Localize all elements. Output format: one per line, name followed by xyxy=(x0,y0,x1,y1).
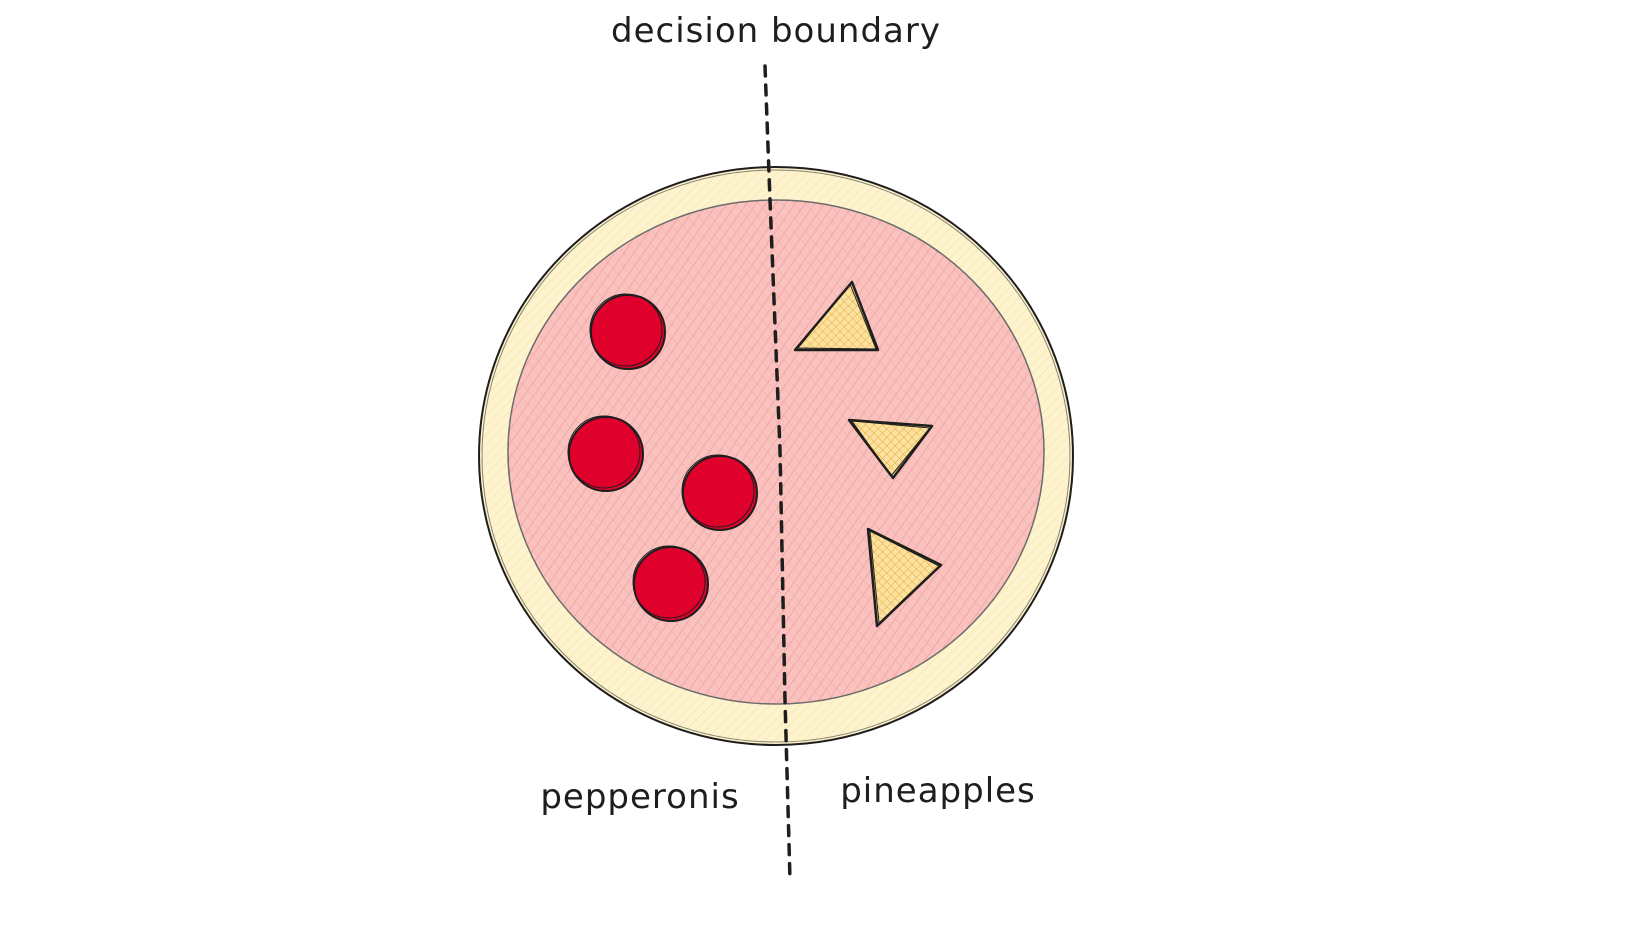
pepperoni xyxy=(567,415,644,492)
pineapple xyxy=(866,527,943,628)
pepperoni xyxy=(632,545,709,622)
pepperoni xyxy=(681,454,758,531)
pineapple xyxy=(793,280,880,352)
decision-boundary-line xyxy=(763,64,792,882)
pineapple xyxy=(847,418,934,480)
pepperonis-label: pepperonis xyxy=(540,777,739,817)
pepperoni-group xyxy=(567,293,758,622)
pineapples-label: pineapples xyxy=(840,771,1036,811)
pepperoni xyxy=(589,293,666,370)
pineapple-group xyxy=(793,280,943,628)
decision-boundary-label: decision boundary xyxy=(611,11,941,51)
